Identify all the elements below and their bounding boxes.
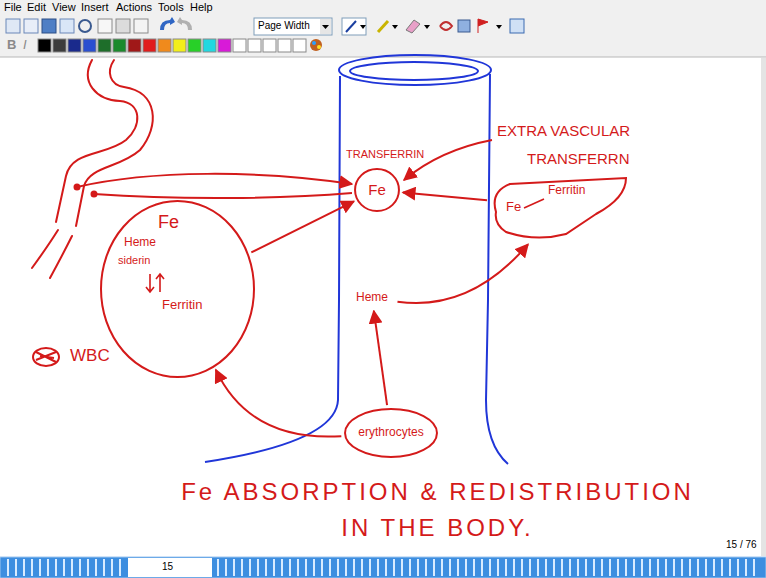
menu-item: Insert <box>81 1 109 14</box>
annotation-text: WBC <box>70 346 110 366</box>
page-bar <box>0 557 766 578</box>
page-counter: 15 / 76 <box>726 539 757 551</box>
inner-arrow <box>146 274 164 292</box>
node-text: erythrocytes <box>358 426 423 440</box>
cell-outline <box>101 201 254 377</box>
iron-circle: Fe <box>354 168 400 212</box>
color-palette <box>38 39 322 52</box>
inner-arrow <box>524 199 544 208</box>
node-text: Fe <box>368 181 386 198</box>
connector-arrow <box>397 244 528 303</box>
connector-arrow <box>403 192 487 200</box>
annotation-text: TRANSFERRIN <box>346 148 424 161</box>
liver-outline <box>495 178 626 238</box>
menu-item: Edit <box>27 1 46 14</box>
connector-arrow <box>251 201 354 252</box>
menu-item: View <box>52 1 76 14</box>
menu-item: File <box>4 1 22 14</box>
heme-text-box: Heme <box>350 288 395 308</box>
scribble-mark <box>33 348 59 366</box>
caption-text: Fe ABSORPTION & REDISTRIBUTION IN THE BO… <box>170 474 705 546</box>
node-text: Heme <box>124 236 156 250</box>
menu-item: Actions <box>116 1 152 14</box>
node-text: Ferritin <box>548 184 585 198</box>
toolbar-icons <box>6 17 524 53</box>
absorption-arrows <box>77 174 352 198</box>
annotation-text: TRANSFERRN <box>527 150 630 167</box>
bold-button: B <box>7 38 16 53</box>
italic-button: I <box>23 38 27 53</box>
liver-outline: Fe Ferritin <box>490 172 630 242</box>
page-number: 15 <box>162 561 173 573</box>
erythrocyte-cell: erythrocytes <box>344 408 438 458</box>
scrollbar-strip <box>761 58 766 556</box>
node-text: Fe <box>158 212 179 233</box>
connector-arrow <box>374 311 387 405</box>
cell-outline <box>345 409 437 457</box>
zoom-dropdown-text: Page Width <box>258 20 310 32</box>
macrophage-cell: HemeFe siderinFerritin <box>100 200 255 378</box>
toolbar-panel <box>0 0 766 57</box>
menu-item: Tools <box>158 1 184 14</box>
node-text: Heme <box>356 291 388 305</box>
node-text: Fe <box>506 200 521 215</box>
node-text: Ferritin <box>162 298 202 313</box>
menu-item: Help <box>190 1 213 14</box>
cell-outline <box>355 169 399 211</box>
connector-arrow <box>216 370 342 437</box>
annotation-text: EXTRA VASCULAR <box>497 122 630 139</box>
node-text: siderin <box>118 254 150 267</box>
